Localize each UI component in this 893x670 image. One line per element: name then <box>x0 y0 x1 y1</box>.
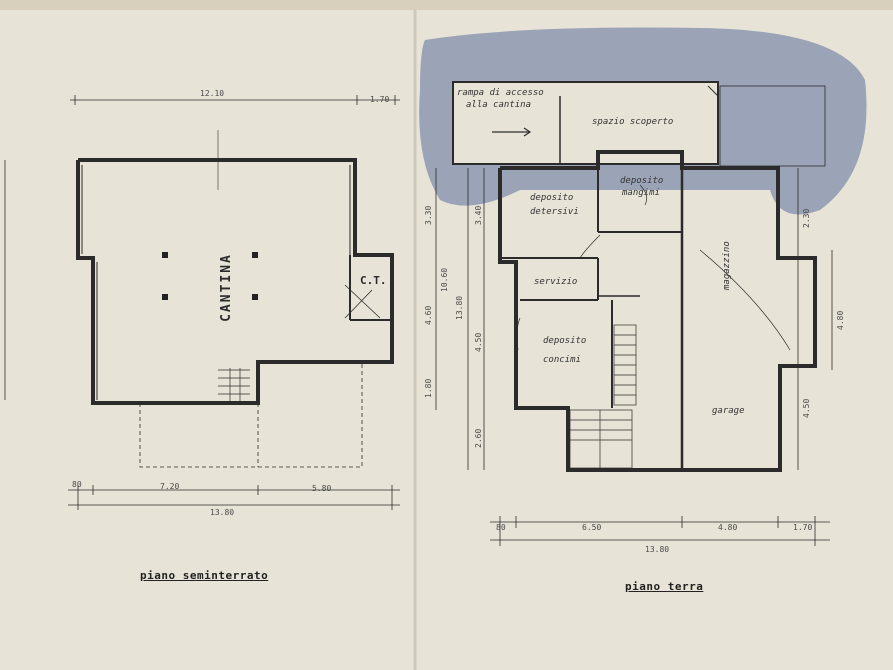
right-stairs <box>613 324 637 406</box>
dim-r-left-total-outer: 10.60 <box>440 267 449 292</box>
left-dashed-area <box>139 362 363 468</box>
room-magazzino: magazzino <box>722 241 732 290</box>
dim-top-side: 1.70 <box>370 95 390 104</box>
left-plan <box>4 95 400 510</box>
dim-bottom-total: 13.80 <box>210 508 235 517</box>
dim-r-bottom-a: 80 <box>496 523 506 532</box>
ramp-label-1: rampa di accesso <box>457 88 544 98</box>
room-deposito-mangimi-1: deposito <box>620 176 664 186</box>
ramp-label-2: alla cantina <box>466 100 532 110</box>
room-deposito-detersivi-1: deposito <box>530 193 574 203</box>
dim-r-right-c: 4.50 <box>802 398 811 418</box>
dim-top-main: 12.10 <box>200 89 225 98</box>
dim-r-left-c: 2.60 <box>474 428 483 448</box>
caption-piano-terra: piano terra <box>625 580 704 593</box>
dim-r-left-outer-c: 1.80 <box>424 378 433 398</box>
right-outer-wall <box>498 150 817 472</box>
dim-r-right-b: 4.80 <box>836 310 845 330</box>
dim-r-left-total: 13.80 <box>455 295 464 320</box>
room-deposito-concimi-2: concimi <box>543 355 581 365</box>
room-spazio-scoperto: spazio scoperto <box>592 117 674 127</box>
dim-r-left-a: 3.40 <box>474 205 483 225</box>
paper-top-edge <box>0 0 893 10</box>
left-stairs <box>218 368 250 402</box>
room-cantina-label: CANTINA <box>218 253 234 322</box>
caption-piano-seminterrato: piano seminterrato <box>140 569 269 582</box>
dim-r-left-b: 4.50 <box>474 332 483 352</box>
room-garage: garage <box>712 406 745 416</box>
dim-r-right-a: 2.30 <box>802 208 811 228</box>
dim-r-left-outer-a: 3.30 <box>424 205 433 225</box>
dim-bottom-c: 5.80 <box>312 484 332 493</box>
room-deposito-detersivi-2: detersivi <box>530 207 579 217</box>
room-ct-label: C.T. <box>360 274 387 287</box>
room-deposito-mangimi-2: mangimi <box>622 188 660 198</box>
dim-r-bottom-c: 4.80 <box>718 523 738 532</box>
right-plan <box>435 81 833 546</box>
entry-steps <box>569 409 633 469</box>
covered-area <box>719 85 826 167</box>
room-servizio: servizio <box>534 277 578 287</box>
dim-r-bottom-b: 6.50 <box>582 523 602 532</box>
dim-bottom-b: 7.20 <box>160 482 180 491</box>
room-deposito-concimi-1: deposito <box>543 336 587 346</box>
dim-r-bottom-total: 13.80 <box>645 545 670 554</box>
dim-bottom-a: 80 <box>72 480 82 489</box>
left-outer-wall <box>76 158 394 405</box>
dim-r-bottom-d: 1.70 <box>793 523 813 532</box>
dim-r-left-outer-b: 4.60 <box>424 305 433 325</box>
